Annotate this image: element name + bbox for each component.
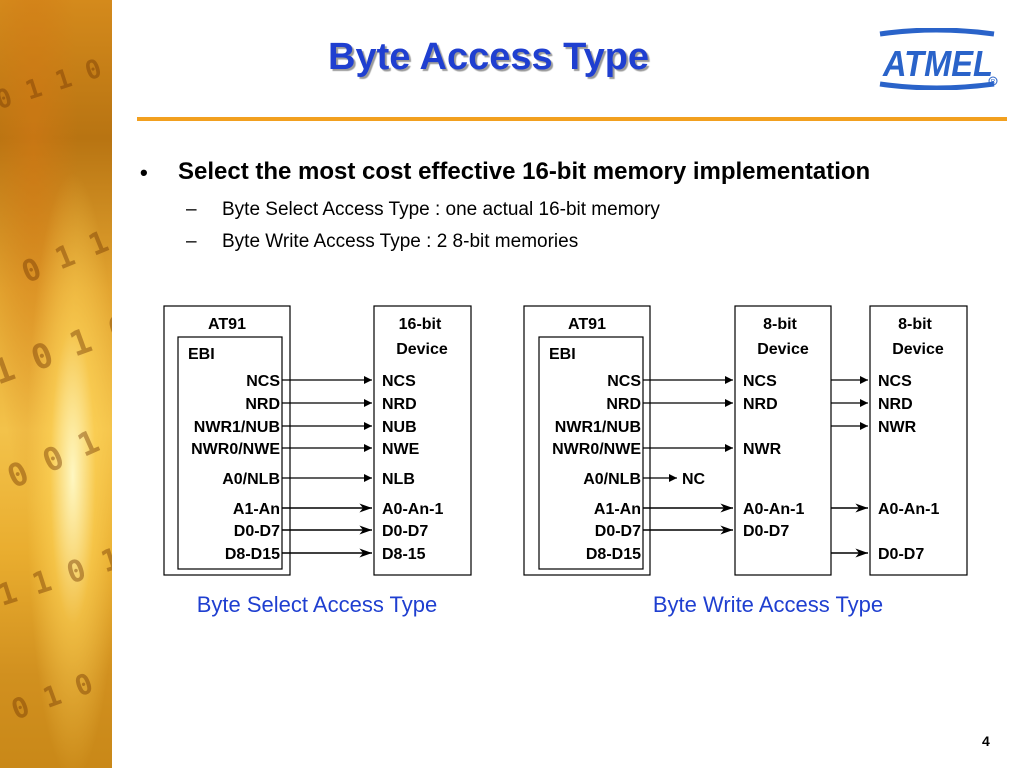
device-8bit-title: 8-bit xyxy=(763,316,797,333)
byte-select-diagram: AT91 EBI 16-bit Device NCS NRD NWR1/NUB … xyxy=(163,305,472,617)
sub-bullet-text: Byte Select Access Type : one actual 16-… xyxy=(222,199,660,220)
signal-label: D8-15 xyxy=(382,546,426,563)
signal-label: NCS xyxy=(607,373,641,390)
signal-label: D0-D7 xyxy=(878,546,924,563)
select-left-signal-labels: NCS NRD NWR1/NUB NWR0/NWE A0/NLB A1-An D… xyxy=(191,373,280,563)
signal-label: NUB xyxy=(382,419,417,436)
byte-write-diagram: AT91 EBI 8-bit Device 8-bit Device NCS N… xyxy=(523,305,968,617)
ebi-label: EBI xyxy=(188,346,215,363)
signal-label: NRD xyxy=(878,396,913,413)
ebi-box xyxy=(177,336,283,570)
signal-label: D0-D7 xyxy=(595,523,641,540)
signal-label: NWR0/NWE xyxy=(191,441,280,458)
signal-label: NWR0/NWE xyxy=(552,441,641,458)
signal-label: NRD xyxy=(382,396,417,413)
signal-label: NWR1/NUB xyxy=(555,419,641,436)
signal-label: NCS xyxy=(878,373,912,390)
signal-label: A1-An xyxy=(594,501,641,518)
signal-label: D0-D7 xyxy=(743,523,789,540)
logo-wordmark: ATMEL xyxy=(882,43,993,84)
device-16bit-subtitle: Device xyxy=(396,341,448,358)
atmel-logo: ATMEL R xyxy=(879,28,998,90)
at91-label: AT91 xyxy=(208,316,246,333)
registered-mark: R xyxy=(991,80,996,86)
signal-label: A0-An-1 xyxy=(382,501,443,518)
select-signal-arrows xyxy=(282,376,372,558)
device-8bit-box-2 xyxy=(869,305,968,576)
signal-label: NCS xyxy=(382,373,416,390)
device-8bit-box-1 xyxy=(734,305,832,576)
registered-mark-icon xyxy=(988,76,998,86)
signal-label: D8-D15 xyxy=(586,546,641,563)
sub-bullet-text: Byte Write Access Type : 2 8-bit memorie… xyxy=(222,231,579,252)
signal-label: A0-An-1 xyxy=(878,501,939,518)
signal-label: NCS xyxy=(246,373,280,390)
signal-label: NRD xyxy=(245,396,280,413)
signal-label: A0-An-1 xyxy=(743,501,804,518)
select-right-signal-labels: NCS NRD NUB NWE NLB A0-An-1 D0-D7 D8-15 xyxy=(382,373,443,563)
signal-label: A1-An xyxy=(233,501,280,518)
byte-write-caption: Byte Write Access Type xyxy=(653,592,883,617)
write-signal-arrows xyxy=(643,376,869,558)
page-number: 4 xyxy=(982,733,990,749)
signal-label: D0-D7 xyxy=(234,523,280,540)
signal-label: NRD xyxy=(743,396,778,413)
decorative-side-strip: 0 1 1 0 0 1 1 1 0 1 0 0 0 1 1 1 0 1 0 1 … xyxy=(0,0,112,768)
signal-label: NWE xyxy=(382,441,420,458)
signal-label: A0/NLB xyxy=(222,471,280,488)
signal-label: NRD xyxy=(606,396,641,413)
device2-signal-labels: NCS NRD NWR A0-An-1 D0-D7 xyxy=(878,373,939,563)
device1-signal-labels: NCS NRD NWR A0-An-1 D0-D7 xyxy=(743,373,804,540)
device-8bit-title: 8-bit xyxy=(898,316,932,333)
signal-label: D8-D15 xyxy=(225,546,280,563)
signal-label: A0/NLB xyxy=(583,471,641,488)
signal-label: D0-D7 xyxy=(382,523,428,540)
at91-label: AT91 xyxy=(568,316,606,333)
ebi-label: EBI xyxy=(549,346,576,363)
sub-bullet-marker: – xyxy=(186,231,197,252)
sub-bullet-marker: – xyxy=(186,199,197,220)
signal-label: NWR1/NUB xyxy=(194,419,280,436)
title-underline xyxy=(137,117,1007,121)
device-16bit-box xyxy=(373,305,472,576)
bullet-marker: • xyxy=(140,160,148,185)
signal-label: NWR xyxy=(878,419,917,436)
nc-label: NC xyxy=(682,471,706,488)
bullet-text: Select the most cost effective 16-bit me… xyxy=(178,158,871,185)
signal-label: NCS xyxy=(743,373,777,390)
device-8bit-subtitle: Device xyxy=(892,341,944,358)
slide-title: Byte Access Type xyxy=(328,36,650,78)
byte-select-caption: Byte Select Access Type xyxy=(197,592,438,617)
ebi-box xyxy=(538,336,644,570)
signal-label: NWR xyxy=(743,441,782,458)
device-8bit-subtitle: Device xyxy=(757,341,809,358)
device-16bit-title: 16-bit xyxy=(399,316,442,333)
signal-label: NLB xyxy=(382,471,415,488)
write-left-signal-labels: NCS NRD NWR1/NUB NWR0/NWE A0/NLB A1-An D… xyxy=(552,373,641,563)
